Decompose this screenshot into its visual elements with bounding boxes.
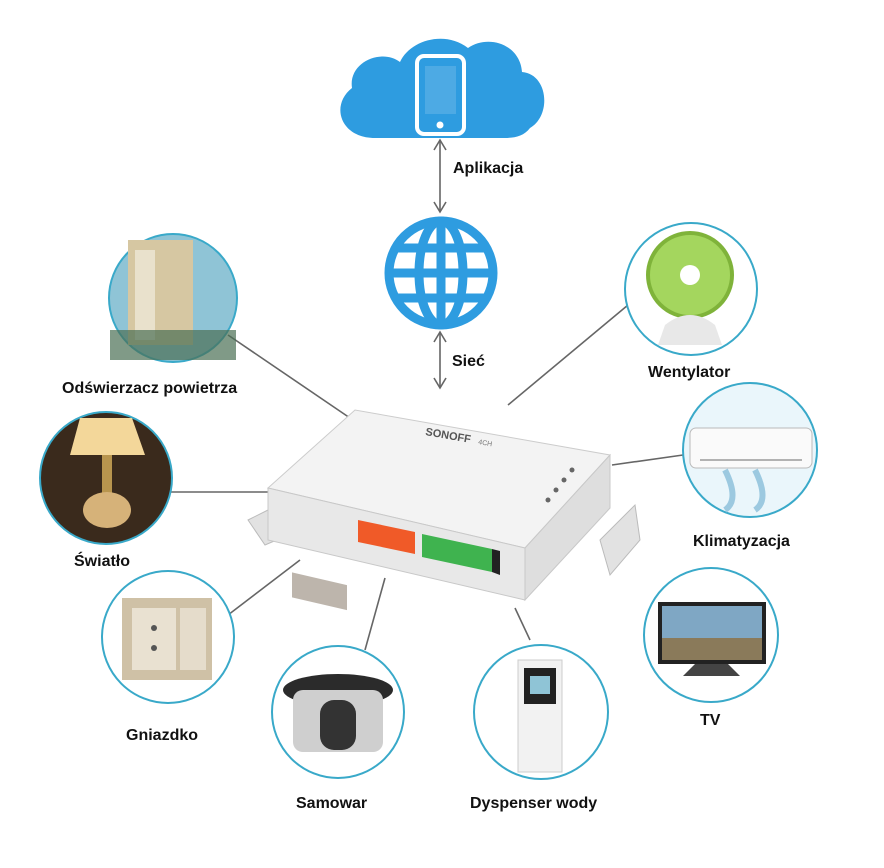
label-cooker: Samowar (296, 795, 368, 812)
fan-image (624, 222, 758, 356)
label-fan: Wentylator (648, 364, 731, 381)
globe-icon (384, 216, 498, 330)
line-air-purifier (227, 334, 351, 419)
terminal-orange (358, 520, 415, 554)
cloud-icon (340, 38, 545, 138)
sonoff-device: SONOFF 4CH (247, 409, 641, 611)
arrow-head-down-globe (433, 201, 447, 214)
label-socket: Gniazdko (126, 727, 199, 744)
arrow-head-up-cloud (433, 138, 447, 151)
cooker-image (271, 645, 405, 779)
label-siec: Sieć (452, 353, 485, 370)
socket-image (101, 570, 235, 704)
arrow-head-down-device (433, 377, 447, 390)
label-air-purifier: Odświerzacz powietrza (62, 380, 238, 397)
label-light: Światło (74, 553, 131, 570)
label-water-dispenser: Dyspenser wody (470, 795, 598, 812)
line-dispenser (514, 607, 531, 641)
terminal-green (422, 534, 492, 572)
label-air-conditioner: Klimatyzacja (693, 533, 790, 550)
connector-lines (170, 138, 684, 651)
tv-image (643, 567, 779, 703)
arrow-head-up-globe (433, 330, 447, 343)
status-leds (545, 467, 575, 503)
label-aplikacja: Aplikacja (453, 160, 524, 177)
light-image (39, 411, 173, 545)
model-text: 4CH (478, 439, 493, 448)
phone-icon (415, 54, 466, 136)
line-fan (507, 304, 629, 406)
label-tv: TV (700, 712, 721, 729)
appliance-circles (39, 222, 818, 780)
line-ac (611, 454, 684, 466)
air-purifier-image (108, 233, 238, 363)
air-conditioner-image (682, 382, 818, 518)
line-cooker (364, 577, 386, 651)
terminal-gray (292, 572, 347, 611)
water-dispenser-image (473, 644, 609, 780)
line-socket (227, 559, 301, 616)
